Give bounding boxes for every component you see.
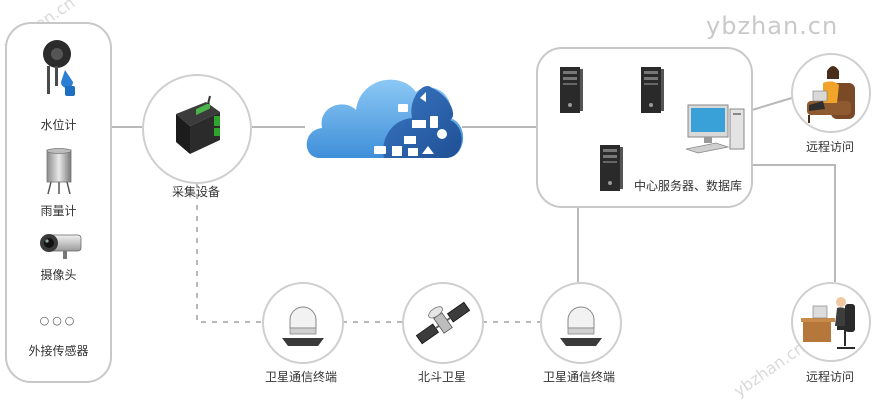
satellite-terminal-icon — [560, 306, 602, 346]
satellite-terminal-label-right: 卫星通信终端 — [542, 370, 615, 384]
sensor-label-external: 外接传感器 — [28, 344, 89, 358]
sensor-label-camera: 摄像头 — [40, 268, 77, 282]
servers-label: 中心服务器、数据库 — [634, 179, 743, 193]
rain-gauge-icon — [46, 148, 72, 195]
satellite-icon — [415, 301, 471, 345]
satellite-terminal-node-right — [540, 282, 622, 364]
servers-to-remote-bottom-line — [752, 164, 836, 282]
data-collector-icon — [176, 95, 220, 154]
workstation-icon — [686, 104, 745, 154]
remote-access-label-bottom: 远程访问 — [805, 370, 854, 384]
satellite-terminal-icon — [282, 306, 324, 346]
remote-access-node-top — [791, 53, 871, 133]
cloud-icon — [306, 79, 464, 158]
servers-to-remote-top-line — [751, 96, 796, 111]
remote-access-node-bottom — [791, 282, 871, 362]
sensor-label-water-level: 水位计 — [40, 118, 77, 132]
water-level-meter-icon — [43, 40, 75, 96]
servers-panel: 中心服务器、数据库 — [536, 47, 753, 208]
more-dots-icon: ○○○ — [39, 314, 78, 327]
collector-label: 采集设备 — [171, 185, 220, 199]
watermark-top-right: ybzhan.cn — [706, 12, 839, 40]
remote-access-label-top: 远程访问 — [805, 140, 854, 154]
server-icon — [560, 67, 583, 113]
collector-to-terminal-dashed-line — [196, 183, 262, 323]
satellite-label: 北斗卫星 — [417, 370, 466, 384]
collector-node — [142, 74, 252, 184]
camera-icon — [40, 234, 82, 259]
sensors-panel: 水位计 雨量计 摄像头 ○○○ 外接传感器 — [5, 22, 112, 383]
server-icon — [641, 67, 664, 113]
server-icon — [600, 145, 623, 191]
person-armchair-icon — [807, 66, 855, 123]
satellite-terminal-node-left — [262, 282, 344, 364]
satellite-node — [402, 282, 484, 364]
sensor-label-rain-gauge: 雨量计 — [40, 204, 77, 218]
person-desk-icon — [801, 297, 855, 349]
satellite-terminal-label-left: 卫星通信终端 — [264, 370, 337, 384]
